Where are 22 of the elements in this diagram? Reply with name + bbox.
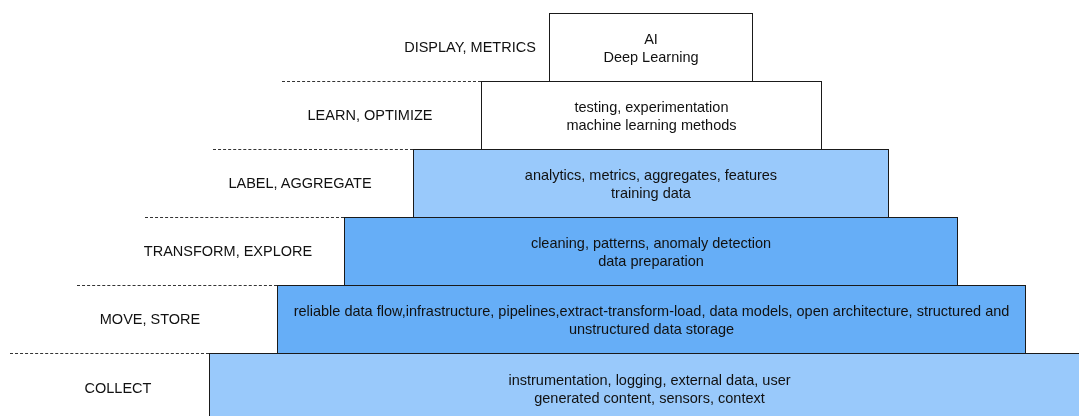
tier-text: Deep Learning [603,47,699,66]
level-label: MOVE, STORE [99,311,201,327]
level-label: LEARN, OPTIMIZE [307,107,433,123]
level-label: DISPLAY, METRICS [404,39,536,55]
tier-text: instrumentation, logging, external data, user generated content, sensors, context [507,370,792,407]
level-label: TRANSFORM, EXPLORE [143,243,313,259]
tier-text: reliable data flow,infrastructure, pipelines,extract-transform-load, data models, open architecture, structured and unstructured data storage [292,301,1011,338]
pyramid-tier [481,81,822,150]
pyramid-tier [209,353,1079,416]
tier-text: training data [611,183,691,202]
tier-text: machine learning methods [566,115,737,134]
tier-text: testing, experimentation [574,97,729,116]
tier-text: data preparation [598,251,704,270]
tier-text: AI [644,29,658,48]
pyramid-tier [277,285,1026,354]
pyramid-tier [344,217,958,286]
pyramid-tier [549,13,753,82]
tier-text: analytics, metrics, aggregates, features [524,165,778,184]
tier-text: cleaning, patterns, anomaly detection [530,233,772,252]
level-label: LABEL, AGGREGATE [228,175,372,191]
level-label: COLLECT [84,380,152,396]
pyramid-tier [413,149,889,218]
